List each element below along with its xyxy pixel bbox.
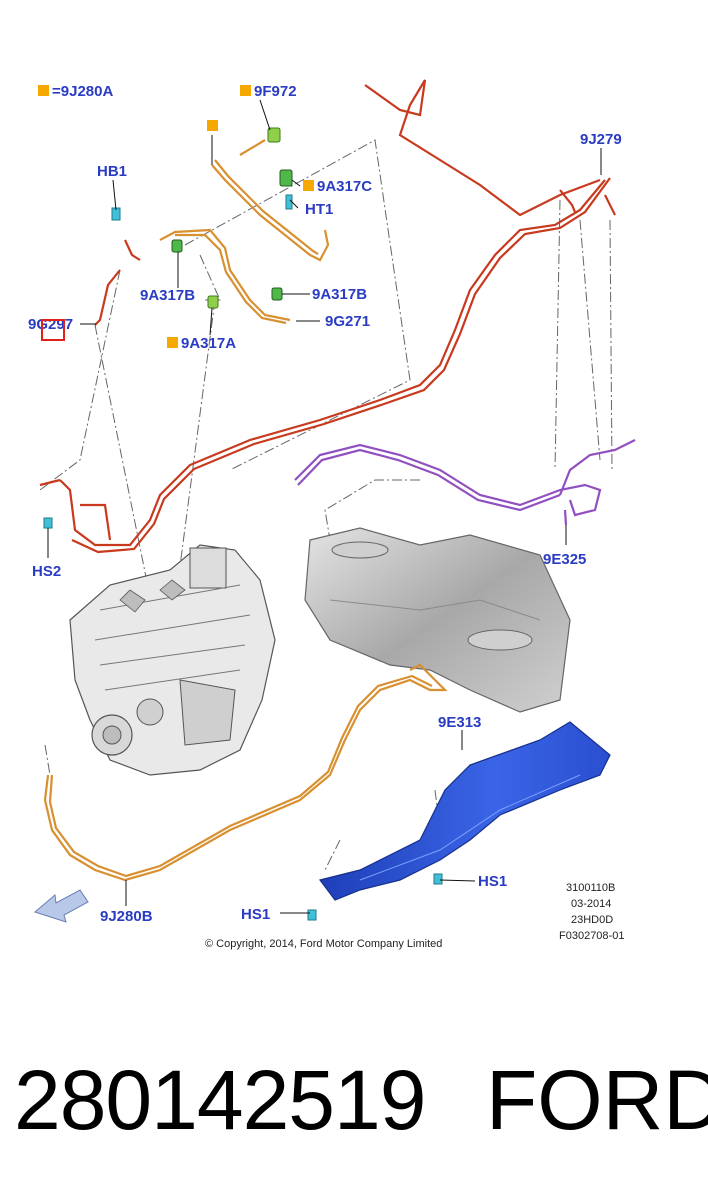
callout-pointers — [47, 99, 602, 914]
marker-square-standalone — [207, 120, 218, 131]
purple-vent-line — [294, 439, 636, 526]
engine-illustration — [69, 544, 276, 776]
copyright-notice: © Copyright, 2014, Ford Motor Company Li… — [205, 938, 442, 950]
meta-line-2: 03-2014 — [571, 898, 611, 910]
brand-name: FORD — [486, 1053, 708, 1147]
fuel-tank-illustration — [304, 527, 571, 713]
legend-marker-square — [38, 85, 49, 96]
callout-hb1: HB1 — [97, 163, 127, 180]
callout-9a317a: 9A317A — [181, 335, 236, 352]
fuel-system-diagram: =9J280A 9F972 9J279 HB1 9A317C HT1 9A317… — [28, 79, 636, 950]
callout-9j280b: 9J280B — [100, 908, 153, 925]
callout-9j279: 9J279 — [580, 131, 622, 148]
part-number: 280142519 — [14, 1053, 426, 1147]
callout-9e313: 9E313 — [438, 714, 481, 731]
meta-line-1: 3100110B — [566, 882, 615, 894]
marker-square-9f972 — [240, 85, 251, 96]
callout-hs1-bottom: HS1 — [241, 906, 270, 923]
callout-9a317c: 9A317C — [317, 178, 372, 195]
meta-line-3: 23HD0D — [571, 914, 613, 926]
orange-fuel-line-lower — [43, 663, 448, 882]
callout-9a317b-right: 9A317B — [312, 286, 367, 303]
fittings — [43, 127, 443, 921]
orange-fuel-line-upper — [159, 139, 330, 325]
callout-ht1: HT1 — [305, 201, 333, 218]
drawing-meta-block: 3100110B 03-2014 23HD0D F0302708-01 — [559, 882, 624, 942]
highlight-box — [41, 319, 65, 341]
front-direction-arrow-icon — [33, 889, 89, 923]
underbody-shield — [318, 721, 611, 901]
legend-marker-text: =9J280A — [52, 83, 113, 100]
meta-line-4: F0302708-01 — [559, 930, 624, 942]
callout-9g271: 9G271 — [325, 313, 370, 330]
callout-9f972: 9F972 — [254, 83, 297, 100]
callout-hs2: HS2 — [32, 563, 61, 580]
red-fuel-line — [39, 79, 616, 554]
callout-9g297: 9G297 — [28, 316, 73, 333]
marker-square-9a317c — [303, 180, 314, 191]
marker-square-9a317a — [167, 337, 178, 348]
callout-9a317b-left: 9A317B — [140, 287, 195, 304]
callout-hs1-right: HS1 — [478, 873, 507, 890]
callout-9e325: 9E325 — [543, 551, 586, 568]
